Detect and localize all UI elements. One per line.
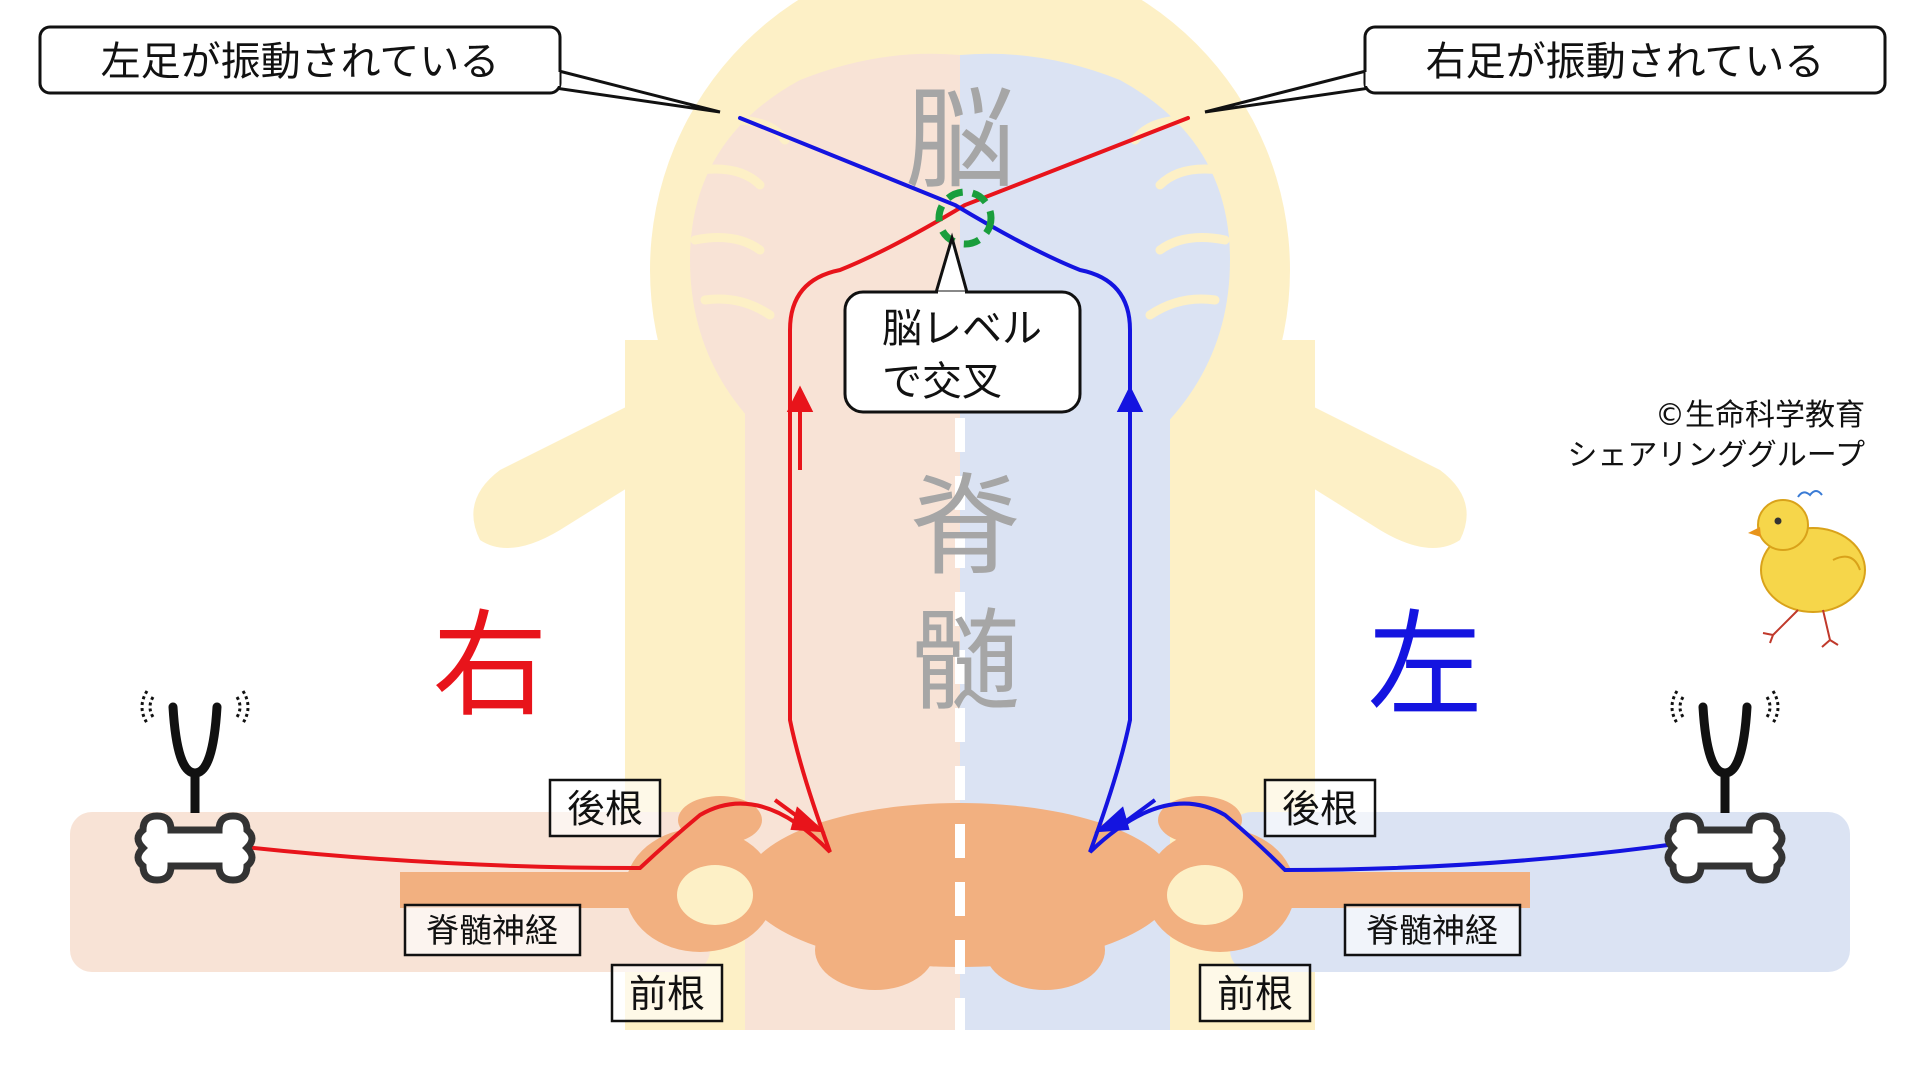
crossing-text-line2: で交叉 bbox=[882, 359, 1002, 405]
right-vibration-text: 右足が振動されている bbox=[1426, 39, 1825, 85]
right-vibration-callout: 右足が振動されている bbox=[1204, 25, 1887, 114]
chick-mascot bbox=[1748, 490, 1866, 648]
tuning-fork-icon bbox=[140, 690, 250, 813]
bone-icon bbox=[134, 812, 256, 884]
left-vibration-callout: 左足が振動されている bbox=[38, 25, 721, 114]
right-side-label: 右 bbox=[432, 599, 547, 733]
svg-text:後根: 後根 bbox=[567, 787, 643, 831]
svg-text:前根: 前根 bbox=[629, 972, 705, 1016]
left-entry-arrow bbox=[1094, 798, 1157, 833]
bone-icon bbox=[1664, 812, 1786, 884]
dorsal-root-label-right: 後根 bbox=[1263, 778, 1377, 838]
dorsal-root-label-left: 後根 bbox=[548, 778, 662, 838]
svg-text:脊髄神経: 脊髄神経 bbox=[1366, 911, 1498, 950]
credit-line2: シェアリンググループ bbox=[1567, 438, 1865, 473]
credit-line1: ©生命科学教育 bbox=[1655, 398, 1865, 433]
brain-label: 脳 bbox=[905, 76, 1015, 204]
right-up-arrow bbox=[786, 385, 814, 470]
svg-text:脊髄神経: 脊髄神経 bbox=[426, 911, 558, 950]
ventral-root-label-left: 前根 bbox=[610, 963, 724, 1023]
spinal-nerve-label-right: 脊髄神経 bbox=[1343, 903, 1522, 957]
spinal-label-2: 髄 bbox=[910, 598, 1020, 726]
ventral-root-label-right: 前根 bbox=[1198, 963, 1312, 1023]
right-entry-arrow bbox=[773, 798, 826, 833]
crossing-text-line1: 脳レベル bbox=[882, 306, 1042, 352]
crossing-callout: 脳レベル で交叉 bbox=[843, 232, 1082, 414]
tuning-fork-icon bbox=[1670, 690, 1780, 813]
left-up-arrow bbox=[1116, 385, 1144, 470]
left-vibration-text: 左足が振動されている bbox=[101, 39, 500, 85]
crossing-marker bbox=[935, 188, 995, 248]
spinal-nerve-label-left: 脊髄神経 bbox=[403, 903, 582, 957]
svg-text:前根: 前根 bbox=[1217, 972, 1293, 1016]
right-sensory-pathway bbox=[243, 116, 1190, 871]
svg-text:後根: 後根 bbox=[1282, 787, 1358, 831]
spinal-label-1: 脊 bbox=[910, 463, 1020, 591]
left-side-label: 左 bbox=[1367, 599, 1482, 733]
